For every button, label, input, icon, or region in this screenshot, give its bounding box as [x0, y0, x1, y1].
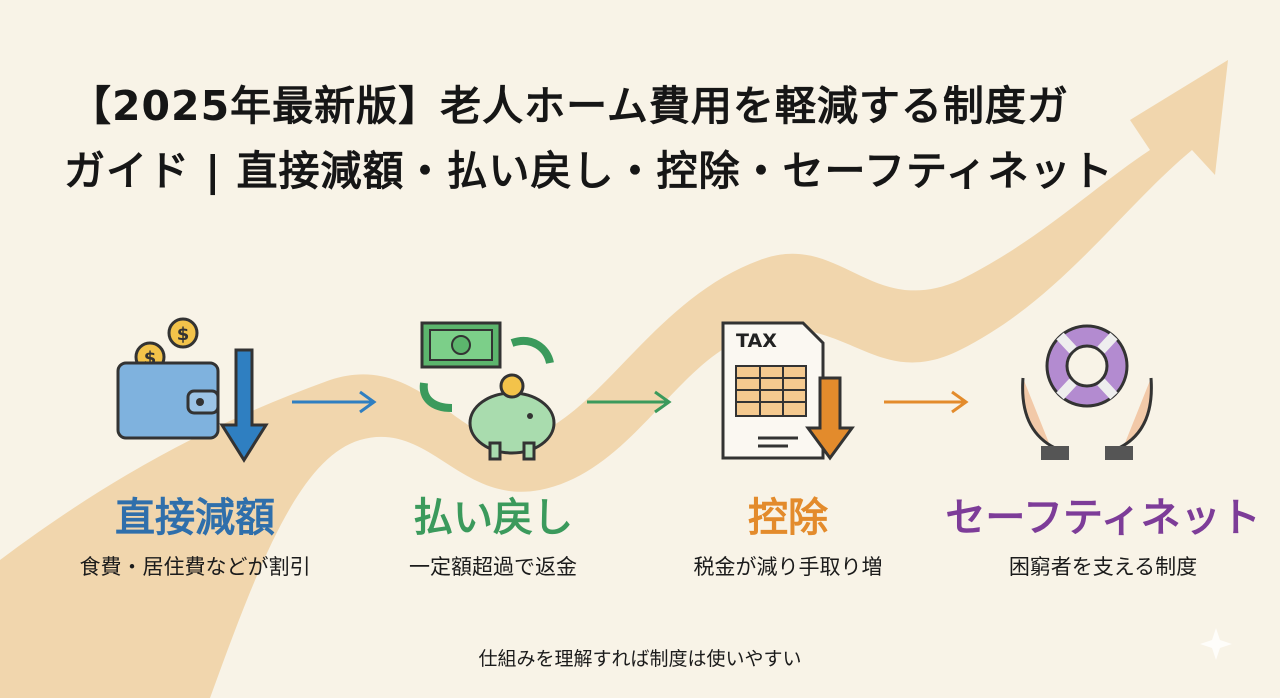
step-desc-direct-reduction: 食費・居住費などが割引 [79, 555, 311, 579]
footer-caption: 仕組みを理解すれば制度は使いやすい [478, 648, 802, 670]
title-line-1: 【2025年最新版】老人ホーム費用を軽減する制度ガ [70, 82, 1069, 130]
step-desc-refund: 一定額超過で返金 [409, 555, 577, 579]
arrow-right-icon [884, 390, 969, 414]
arrow-right-icon [292, 390, 377, 414]
arrow-right-icon [587, 390, 672, 414]
money-piggy-bank-icon [419, 321, 556, 461]
step-desc-deduction: 税金が減り手取り増 [693, 555, 883, 579]
tax-document-icon: TAX [718, 318, 868, 468]
svg-text:$: $ [177, 324, 190, 345]
tax-label: TAX [736, 330, 777, 352]
step-desc-safety-net: 困窮者を支える制度 [1008, 555, 1198, 579]
wallet-coins-icon: $ $ [116, 317, 269, 463]
sparkle-icon [1200, 628, 1232, 660]
step-label-refund: 払い戻し [413, 495, 573, 541]
step-label-deduction: 控除 [748, 495, 828, 541]
lifebuoy-hands-icon [1021, 324, 1153, 460]
step-label-safety-net: セーフティネット [945, 495, 1261, 541]
step-label-direct-reduction: 直接減額 [115, 495, 275, 541]
title-line-2: ガイド | 直接減額・払い戻し・控除・セーフティネット [64, 147, 1114, 195]
